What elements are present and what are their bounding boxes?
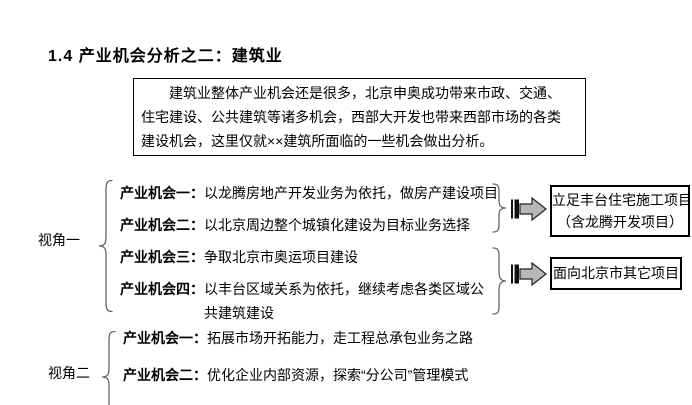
- opportunity-term: 产业机会二：: [123, 367, 207, 383]
- opportunity-item: 产业机会二： 以北京周边整个城镇化建设为目标业务选择: [120, 213, 498, 237]
- opportunity-item: 产业机会三： 争取北京市奥运项目建设: [120, 245, 498, 269]
- opportunity-desc: 以龙腾房地产开发业务为依托，做房产建设项目: [204, 185, 498, 201]
- intro-text-box: 建筑业整体产业机会还是很多，北京申奥成功带来市政、交通、 住宅建设、公共建筑等诸…: [133, 78, 586, 156]
- opportunity-term: 产业机会二：: [120, 217, 204, 233]
- perspective1-items: 产业机会一： 以龙腾房地产开发业务为依托，做房产建设项目 产业机会二： 以北京周…: [120, 181, 498, 333]
- opportunity-item: 产业机会四： 以丰台区域关系为依托，继续考虑各类区域公 共建筑建设: [120, 277, 498, 325]
- opportunity-desc: 优化企业内部资源，探索“分公司”管理模式: [207, 367, 469, 383]
- opportunity-desc: 以北京周边整个城镇化建设为目标业务选择: [204, 217, 470, 233]
- opportunity-term: 产业机会一：: [120, 185, 204, 201]
- intro-line: 住宅建设、公共建筑等诸多机会，西部大开发也带来西部市场的各类: [141, 109, 561, 125]
- opportunity-desc: 拓展市场开拓能力，走工程总承包业务之路: [207, 330, 473, 346]
- outcome-box-1-line2: （含龙腾开发项目）: [557, 214, 683, 230]
- curly-brace-right-icon: [492, 247, 508, 315]
- perspective1-label: 视角一: [38, 232, 80, 248]
- opportunity-term: 产业机会一：: [123, 330, 207, 346]
- striped-right-arrow-icon: [510, 195, 548, 223]
- opportunity-desc: 以丰台区域关系为依托，继续考虑各类区域公: [204, 281, 484, 297]
- outcome-box-2: 面向北京市其它项目: [550, 257, 682, 290]
- intro-line: 建筑业整体产业机会还是很多，北京申奥成功带来市政、交通、: [169, 85, 561, 101]
- slide-title: 1.4 产业机会分析之二：建筑业: [48, 48, 283, 65]
- opportunity-term: 产业机会三：: [120, 249, 204, 265]
- perspective2-items: 产业机会一： 拓展市场开拓能力，走工程总承包业务之路 产业机会二： 优化企业内部…: [123, 326, 473, 400]
- striped-right-arrow-icon: [510, 260, 548, 288]
- opportunity-term: 产业机会四：: [120, 281, 204, 297]
- opportunity-item: 产业机会二： 优化企业内部资源，探索“分公司”管理模式: [123, 363, 473, 387]
- outcome-box-1-line1: 立足丰台住宅施工项目: [552, 192, 692, 208]
- curly-brace-left-icon: [97, 179, 115, 313]
- opportunity-desc-line2: 共建筑建设: [204, 305, 274, 321]
- outcome-box-1: 立足丰台住宅施工项目 （含龙腾开发项目）: [550, 185, 692, 237]
- curly-brace-right-icon: [492, 183, 508, 233]
- intro-line: 建设机会，这里仅就××建筑所面临的一些机会做出分析。: [141, 133, 494, 149]
- perspective2-label: 视角二: [48, 365, 90, 381]
- opportunity-desc: 争取北京市奥运项目建设: [204, 249, 358, 265]
- opportunity-item: 产业机会一： 以龙腾房地产开发业务为依托，做房产建设项目: [120, 181, 498, 205]
- curly-brace-left-icon: [100, 330, 118, 405]
- opportunity-item: 产业机会一： 拓展市场开拓能力，走工程总承包业务之路: [123, 326, 473, 350]
